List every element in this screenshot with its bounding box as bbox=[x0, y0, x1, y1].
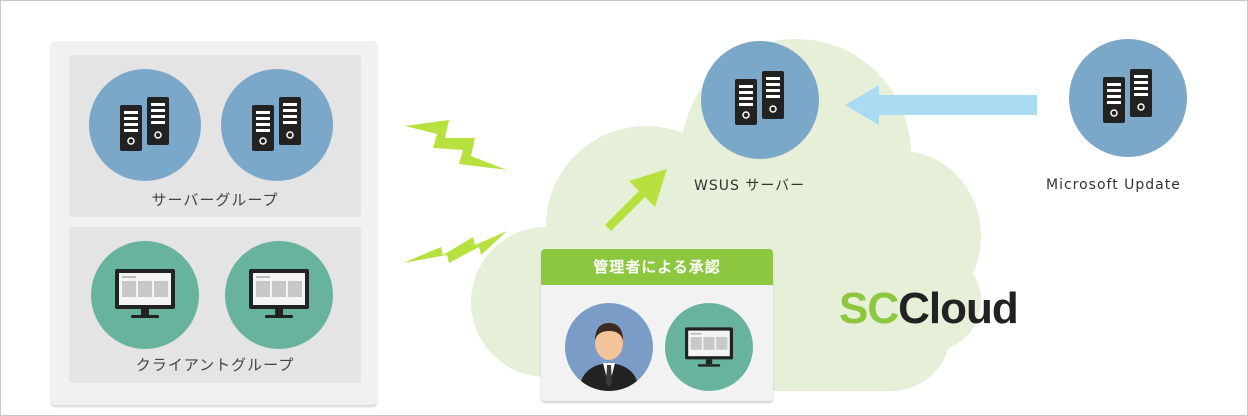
wsus-server-circle bbox=[701, 41, 819, 159]
approval-arrow-icon bbox=[605, 169, 667, 231]
server-icon bbox=[251, 96, 302, 152]
server-circle-2 bbox=[221, 69, 333, 181]
microsoft-update-label: Microsoft Update bbox=[1046, 177, 1181, 193]
server-group-box: サーバーグループ bbox=[69, 55, 361, 217]
server-circle-1 bbox=[89, 69, 201, 181]
client-group-box: クライアントグループ bbox=[69, 227, 361, 383]
microsoft-update-circle bbox=[1069, 39, 1187, 157]
client-circle-1 bbox=[91, 241, 199, 349]
update-arrow-icon bbox=[845, 85, 1037, 125]
server-icon bbox=[734, 70, 785, 126]
sccloud-logo: SCCloud bbox=[839, 284, 1019, 333]
client-group-label: クライアントグループ bbox=[135, 356, 295, 374]
monitor-icon bbox=[685, 327, 733, 367]
approval-card: 管理者による承認 bbox=[541, 249, 773, 401]
admin-circle bbox=[565, 303, 653, 391]
wsus-label: WSUS サーバー bbox=[694, 178, 806, 194]
approval-title: 管理者による承認 bbox=[541, 249, 773, 285]
admin-monitor-circle bbox=[665, 303, 753, 391]
server-icon bbox=[119, 96, 170, 152]
monitor-icon bbox=[249, 269, 309, 318]
person-icon bbox=[579, 323, 639, 391]
group-panel: サーバーグループ クライアントグループ bbox=[51, 41, 377, 405]
client-circle-2 bbox=[225, 241, 333, 349]
server-icon bbox=[1102, 68, 1153, 124]
lightning-icon bbox=[405, 120, 507, 170]
monitor-icon bbox=[115, 269, 175, 318]
server-group-label: サーバーグループ bbox=[151, 191, 279, 209]
lightning-icon bbox=[403, 231, 507, 263]
